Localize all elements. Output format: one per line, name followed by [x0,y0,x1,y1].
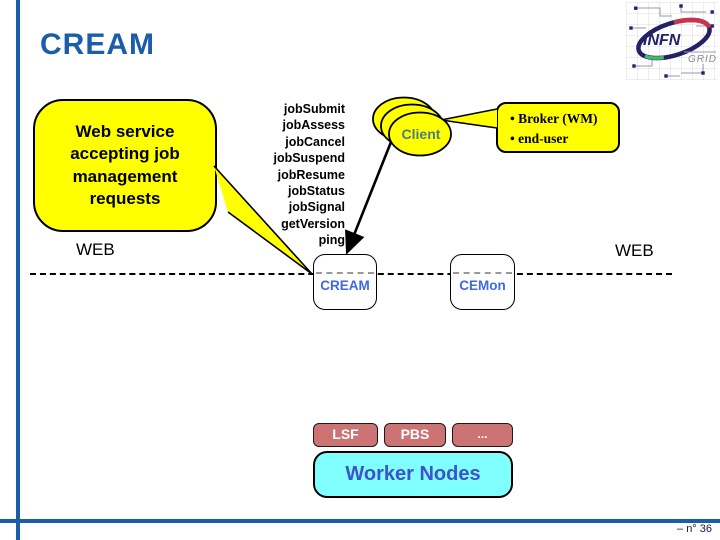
bottom-border-line [0,519,720,523]
cream-service-label: CREAM [320,278,370,293]
operation-item: ping [318,233,345,248]
operation-item: getVersion [281,216,345,231]
logo-red-arc [636,17,712,61]
broker-note-callout: • Broker (WM) • end-user [496,102,620,153]
cemon-service-box: CEMon [450,254,515,310]
batch-system-pbs: PBS [384,423,446,447]
dashed-line-through-box [453,272,512,274]
operation-item: jobSubmit [283,102,345,116]
logo-grid-text: GRID [688,54,717,65]
operation-item: jobSuspend [273,151,345,166]
page-number: – n° 36 [677,523,712,535]
worker-nodes-box: Worker Nodes [313,451,513,498]
slide-title: CREAM [40,28,155,61]
operation-item: jobAssess [282,118,345,133]
dashed-line-through-box [316,272,374,274]
logo-infn-text: INFN [643,32,681,49]
circuit-dots [629,4,714,78]
cemon-service-label: CEMon [459,278,506,293]
operations-list: jobSubmit jobAssess jobCancel jobSuspend… [228,101,345,249]
operation-item: jobResume [277,167,345,182]
left-border-line [16,0,20,540]
broker-note-item: • Broker (WM) [510,111,598,126]
web-service-callout: Web service accepting job management req… [33,99,217,232]
batch-system-lsf: LSF [313,423,378,447]
client-label: Client [401,126,441,142]
operation-item: jobSignal [288,200,345,215]
operation-item: jobCancel [285,134,345,149]
cream-service-box: CREAM [313,254,377,310]
operation-item: jobStatus [288,184,345,199]
broker-note-item: • end-user [510,130,569,146]
batch-system-other: ... [452,423,513,447]
arrow-client-to-cream [345,141,393,255]
infn-grid-logo: INFN GRID [626,2,718,80]
web-label-left: WEB [76,240,115,259]
logo-ellipse-ring [636,17,712,61]
web-service-callout-text: Web service accepting job management req… [70,121,180,208]
web-label-right: WEB [615,241,654,260]
infn-grid-logo-graphic: INFN GRID [629,4,717,78]
